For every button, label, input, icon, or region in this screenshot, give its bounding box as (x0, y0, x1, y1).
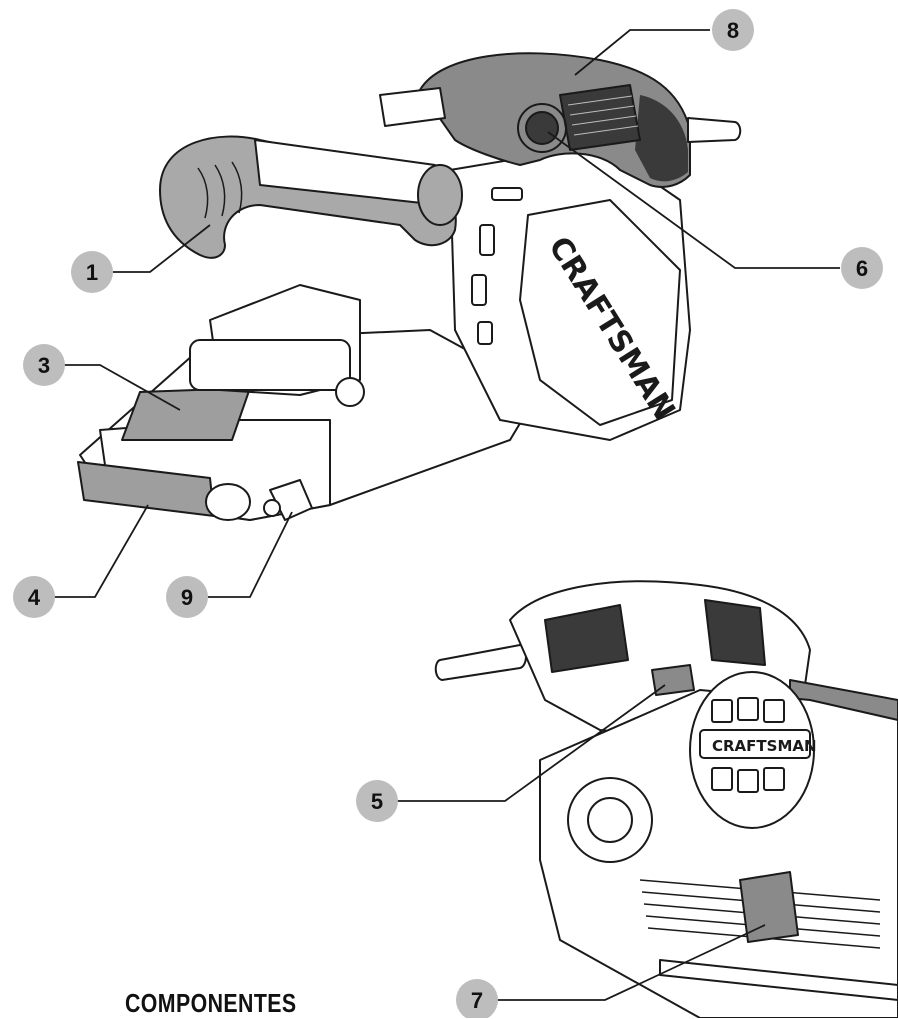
tracking-screw (263, 499, 281, 517)
lock-on-button (525, 111, 559, 145)
side-handle-bar (687, 117, 742, 143)
rear-roller-hub (587, 797, 633, 843)
callout-3: 3 (23, 344, 65, 386)
svg-text:4: 4 (28, 585, 41, 610)
leader-7 (497, 924, 766, 1001)
rear-vent-grid (711, 697, 785, 793)
rear-grip-texture-right (704, 599, 766, 666)
sander-rear-view: CRAFTSMAN (434, 580, 898, 1018)
handle-cap (417, 164, 463, 226)
rear-brand-plate (699, 729, 811, 759)
sander-top-view: CRAFTSMAN (77, 52, 742, 521)
leader-1 (113, 224, 211, 273)
leader-3 (64, 364, 181, 411)
rear-grip-texture-left (544, 604, 629, 673)
dust-port-release (739, 871, 799, 943)
leader-6 (547, 131, 840, 269)
callout-1: 1 (71, 251, 113, 293)
leader-8 (574, 29, 710, 76)
section-title: COMPONENTES (125, 988, 297, 1018)
leader-4 (54, 504, 149, 598)
callout-8: 8 (712, 9, 754, 51)
callout-9: 9 (166, 576, 208, 618)
motor-badge-plate (519, 199, 681, 426)
rear-side-bar (434, 644, 527, 681)
svg-text:9: 9 (181, 585, 193, 610)
callout-5: 5 (356, 780, 398, 822)
brand-logo-rear: CRAFTSMAN (712, 737, 817, 755)
sanding-pad-area (121, 387, 251, 441)
svg-text:8: 8 (727, 18, 739, 43)
callout-7: 7 (456, 979, 498, 1018)
svg-text:6: 6 (856, 256, 868, 281)
motor-vents (471, 187, 523, 345)
leader-9 (208, 511, 293, 598)
svg-text:1: 1 (86, 260, 98, 285)
callout-6: 6 (841, 247, 883, 289)
nose-block (189, 339, 351, 391)
front-handle-grooves (197, 161, 243, 219)
lock-on-button-rim (517, 103, 567, 153)
svg-text:3: 3 (38, 353, 50, 378)
base-rail (659, 959, 898, 1001)
rear-handle-bar (379, 87, 446, 127)
svg-text:5: 5 (371, 789, 383, 814)
grip-texture-lines (567, 95, 639, 136)
main-grip-shade (635, 95, 688, 182)
svg-text:7: 7 (471, 988, 483, 1013)
nose-knob (335, 377, 365, 407)
callout-4: 4 (13, 576, 55, 618)
front-roller-end (205, 483, 251, 521)
leader-lines (54, 29, 840, 1001)
callouts: 1 3 4 5 6 7 8 9 (13, 9, 883, 1018)
leader-5 (397, 684, 666, 802)
